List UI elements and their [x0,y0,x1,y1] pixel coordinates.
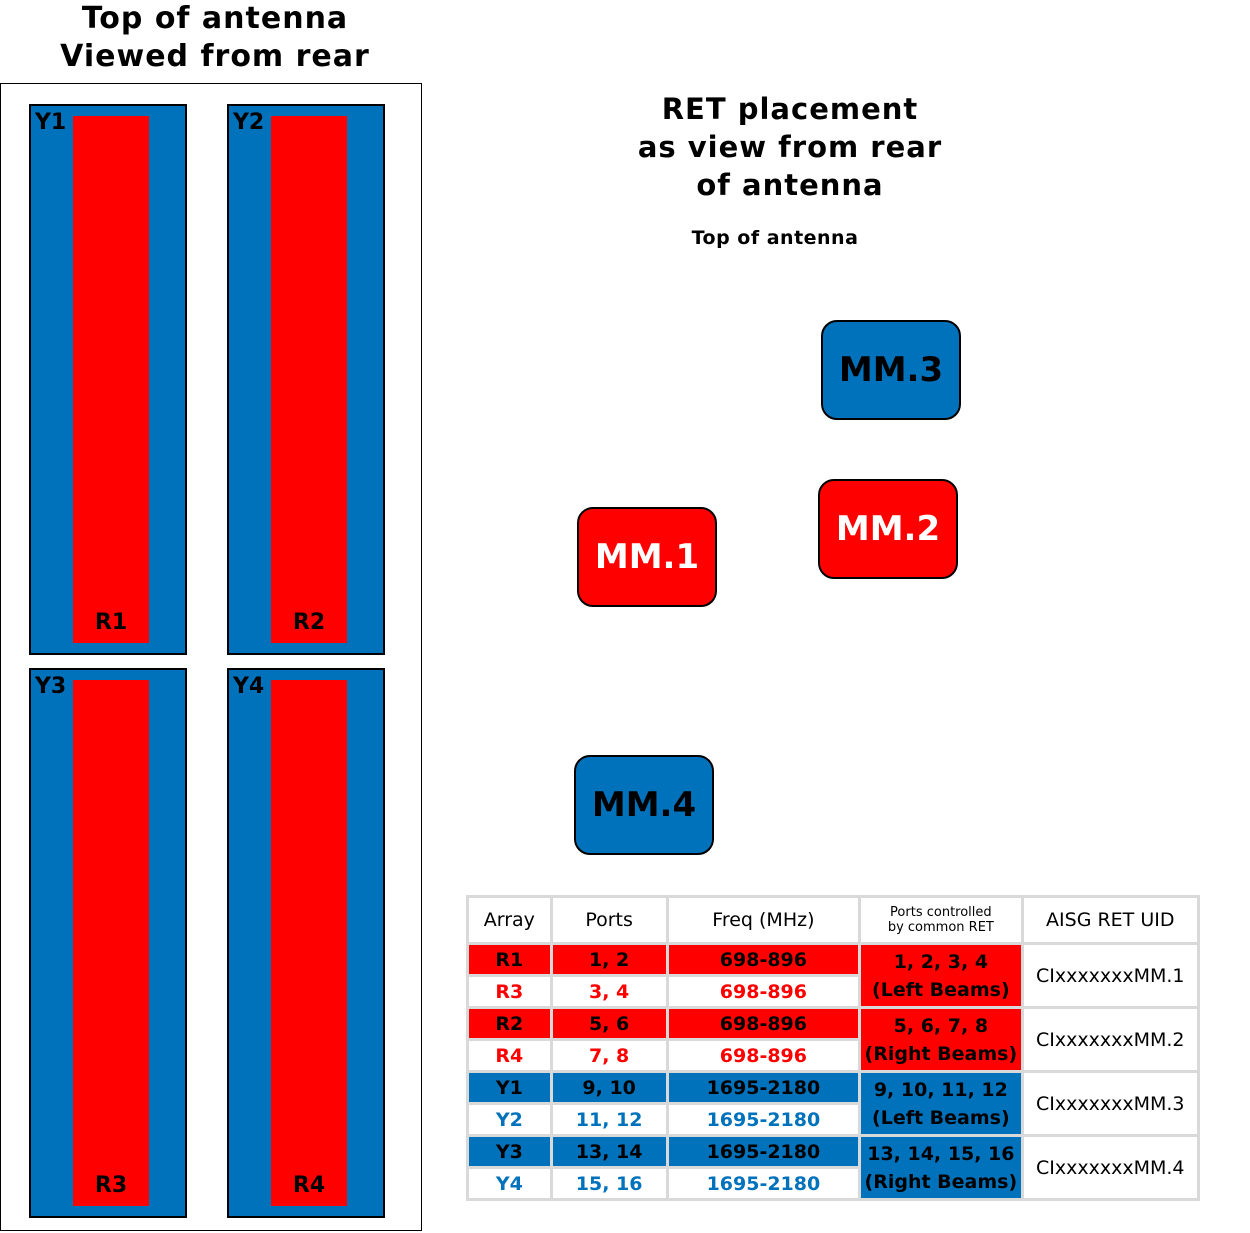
group-beams: (Left Beams) [872,978,1010,1001]
ret-title-line2: as view from rear [637,130,943,164]
header-array: Array [469,898,550,942]
array-r1-strip [73,116,149,643]
ret-placement-title: RET placement as view from rear of anten… [590,90,990,204]
ret-mm2: MM.2 [818,479,958,579]
table-row: Y1 9, 10 1695-2180 9, 10, 11, 12 (Left B… [469,1073,1197,1134]
table-row: R2 5, 6 698-896 5, 6, 7, 8 (Right Beams)… [469,1009,1197,1070]
group-ports: 13, 14, 15, 16 [867,1142,1015,1165]
array-y2-label: Y2 [233,110,265,135]
ret-mm1: MM.1 [577,507,717,607]
cell-freq: 1695-2180 [668,1169,859,1198]
cell-ports: 9, 10 [552,1073,666,1102]
cell-freq: 698-896 [668,977,859,1006]
cell-ports: 3, 4 [552,977,666,1006]
ret-mm3: MM.3 [821,320,961,420]
ret-title-line3: of antenna [696,168,884,202]
header-ctrl-line1: Ports controlled [890,905,992,920]
array-y4: Y4 R4 [227,668,385,1218]
group-ports: 1, 2, 3, 4 [893,950,989,973]
top-of-antenna-label: Top of antenna [691,227,859,249]
array-r2-strip [271,116,347,643]
cell-array: Y4 [469,1169,550,1198]
cell-freq: 1695-2180 [668,1073,859,1102]
array-y2: Y2 R2 [227,104,385,655]
table-row: R1 1, 2 698-896 1, 2, 3, 4 (Left Beams) … [469,945,1197,1006]
cell-array: Y1 [469,1073,550,1102]
cell-ports: 1, 2 [552,945,666,974]
antenna-frame [0,83,422,1231]
cell-array: R4 [469,1041,550,1070]
cell-uid: CIxxxxxxxMM.4 [1023,1137,1197,1198]
cell-freq: 1695-2180 [668,1137,859,1166]
array-y3-label: Y3 [35,674,67,699]
cell-ports-controlled: 5, 6, 7, 8 (Right Beams) [861,1009,1021,1070]
table-header-row: Array Ports Freq (MHz) Ports controlled … [469,898,1197,942]
cell-array: Y2 [469,1105,550,1134]
array-y3: Y3 R3 [29,668,187,1218]
antenna-view-title-line2: Viewed from rear [60,39,370,74]
ret-title-line1: RET placement [661,92,919,126]
group-ports: 5, 6, 7, 8 [893,1014,989,1037]
cell-ports: 15, 16 [552,1169,666,1198]
array-r2-label: R2 [292,610,326,635]
header-ports: Ports [552,898,666,942]
array-r4-label: R4 [292,1173,326,1198]
cell-ports: 5, 6 [552,1009,666,1038]
cell-ports-controlled: 13, 14, 15, 16 (Right Beams) [861,1137,1021,1198]
header-ctrl-line2: by common RET [887,920,994,935]
antenna-view-title: Top of antenna Viewed from rear [0,0,430,76]
table-row: Y2 11, 12 1695-2180 [469,1105,1197,1134]
cell-array: R3 [469,977,550,1006]
cell-ports: 13, 14 [552,1137,666,1166]
cell-freq: 698-896 [668,1009,859,1038]
table-row: R3 3, 4 698-896 [469,977,1197,1006]
array-r3-strip [73,680,149,1206]
group-beams: (Right Beams) [864,1042,1018,1065]
group-beams: (Left Beams) [872,1106,1010,1129]
cell-array: R1 [469,945,550,974]
antenna-view-title-line1: Top of antenna [81,1,349,36]
array-r1-label: R1 [94,610,128,635]
ret-port-table: Array Ports Freq (MHz) Ports controlled … [466,895,1200,1201]
cell-uid: CIxxxxxxxMM.2 [1023,1009,1197,1070]
array-r4-strip [271,680,347,1206]
array-r3-label: R3 [94,1173,128,1198]
cell-freq: 1695-2180 [668,1105,859,1134]
cell-uid: CIxxxxxxxMM.1 [1023,945,1197,1006]
header-uid: AISG RET UID [1023,898,1197,942]
table-row: R4 7, 8 698-896 [469,1041,1197,1070]
cell-array: R2 [469,1009,550,1038]
cell-ports-controlled: 9, 10, 11, 12 (Left Beams) [861,1073,1021,1134]
array-y4-label: Y4 [233,674,265,699]
table-row: Y4 15, 16 1695-2180 [469,1169,1197,1198]
cell-freq: 698-896 [668,1041,859,1070]
cell-freq: 698-896 [668,945,859,974]
group-ports: 9, 10, 11, 12 [873,1078,1008,1101]
header-freq: Freq (MHz) [668,898,859,942]
cell-uid: CIxxxxxxxMM.3 [1023,1073,1197,1134]
group-beams: (Right Beams) [864,1170,1018,1193]
array-y1-label: Y1 [35,110,67,135]
cell-ports-controlled: 1, 2, 3, 4 (Left Beams) [861,945,1021,1006]
cell-ports: 11, 12 [552,1105,666,1134]
cell-ports: 7, 8 [552,1041,666,1070]
ret-mm4: MM.4 [574,755,714,855]
header-ports-controlled: Ports controlled by common RET [861,898,1021,942]
cell-array: Y3 [469,1137,550,1166]
array-y1: Y1 R1 [29,104,187,655]
table-row: Y3 13, 14 1695-2180 13, 14, 15, 16 (Righ… [469,1137,1197,1198]
